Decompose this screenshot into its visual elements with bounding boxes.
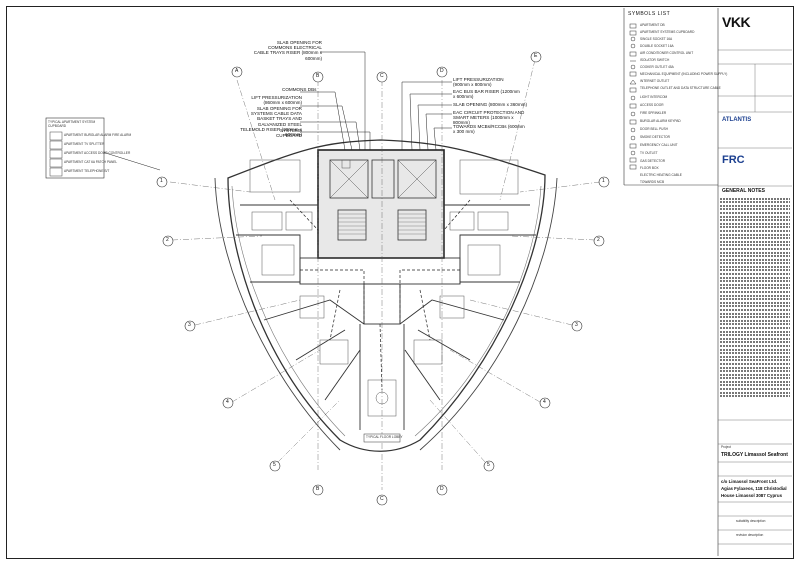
callout-commons-db: COMMONS DBs <box>282 87 317 92</box>
callout-towards-mcb: TOWARDS MCBs/RCCBs (600mm x 300 mm) <box>453 124 525 135</box>
client-line: Agias Fylaxeos, 118 Christodial <box>721 486 787 491</box>
project-name: TRILOGY Limassol Seafront <box>721 452 788 458</box>
grid-label-left-2: 2 <box>166 237 169 243</box>
symbols-legend: APARTMENT DB APARTMENT SYSTEMS CUPBOARD … <box>624 10 727 184</box>
grid-label-bottom-c: C <box>380 496 384 502</box>
callout-slab-opening-right: SLAB OPENING (800mm x 360mm) <box>453 102 528 107</box>
grid-bubble-top-a <box>231 66 243 78</box>
firm-logo: VKK <box>722 14 751 30</box>
grid-label-top-d: D <box>440 68 444 74</box>
grid-label-bottom-b: B <box>316 486 320 492</box>
grid-bubble-left-1 <box>156 176 168 188</box>
apartment-systems-title: TYPICAL APARTMENT SYSTEM CUPBOARD <box>48 120 96 128</box>
general-notes-title: GENERAL NOTES <box>722 188 765 194</box>
callout-slab-commons: SLAB OPENING FOR COMMONS ELECTRICAL CABL… <box>253 40 322 61</box>
callout-eac-circuit: EAC CIRCUIT PROTECTION AND SMART METERS … <box>453 110 525 126</box>
legend-item: MECHANICAL EQUIPMENT (INCLUDING POWER SU… <box>640 72 728 76</box>
legend-item: APARTMENT DB <box>640 23 665 27</box>
grid-label-left-4: 4 <box>226 399 229 405</box>
client-line: c/o Limassol SeaFront Ltd. <box>721 479 778 484</box>
grid-bubble-top-e <box>530 51 542 63</box>
legend-item: EMERGENCY CALL UNIT <box>640 143 678 147</box>
apartment-systems-item: APARTMENT CAT 6A PATCH PANEL <box>64 160 118 164</box>
grid-bubble-right-1 <box>598 176 610 188</box>
grid-bubble-left-2 <box>162 235 174 247</box>
legend-item: ACCESS DOOR <box>640 103 664 107</box>
client-line: House Limassol 3087 Cyprus <box>721 493 783 498</box>
grid-bubble-right-5 <box>483 460 495 472</box>
grid-label-top-c: C <box>380 73 384 79</box>
apartment-systems-item: APARTMENT TELEPHONE S/T <box>64 169 110 173</box>
grid-label-top-e: E <box>534 53 538 59</box>
legend-item: DOUBLE SOCKET 16A <box>640 44 674 48</box>
grid-label-left-5: 5 <box>273 462 276 468</box>
drawing-sheet-border <box>6 6 794 559</box>
legend-item: APARTMENT SYSTEMS CUPBOARD <box>640 30 695 34</box>
legend-item: GAS DETECTOR <box>640 159 666 163</box>
grid-bubble-left-4 <box>222 397 234 409</box>
callout-lift-pressurization-right: LIFT PRESSURIZATION (900mm x 800mm) <box>453 77 504 88</box>
grid-bubble-right-2 <box>593 235 605 247</box>
legend-item: TOWARDS MCB <box>640 180 665 184</box>
project-label: Project <box>721 445 731 449</box>
revision-label: revision description <box>736 533 764 537</box>
legend-item: TELEPHONE OUTLET AND DATA STRUCTURE CABL… <box>640 86 721 90</box>
legend-item: COOKER OUTLET 45A <box>640 65 674 69</box>
lobby-label: TYPICAL FLOOR LOBBY <box>366 435 403 439</box>
general-notes-body <box>720 196 790 399</box>
grid-bubble-bottom-b <box>312 484 324 496</box>
grid-bubble-bottom-d <box>436 484 448 496</box>
consultant-logo-frc: FRC <box>722 154 745 166</box>
legend-item: TV OUTLET <box>640 151 658 155</box>
legend-symbols <box>629 23 637 170</box>
legend-item: SMOKE DETECTOR <box>640 135 670 139</box>
status-label: suitability description <box>736 519 766 523</box>
legend-item: ELECTRIC HEATING CABLE <box>640 173 682 177</box>
balcony-right <box>419 177 558 451</box>
grid-label-left-1: 1 <box>160 178 163 184</box>
callout-eac-bus-bar: EAC BUS BAR RISER (1200mm x 600mm) <box>453 89 520 100</box>
grid-label-right-5: 5 <box>487 462 490 468</box>
grid-bubble-left-5 <box>269 460 281 472</box>
apartment-systems-item: APARTMENT ACCESS DOOR CONTROLLER <box>64 151 131 155</box>
grid-label-right-1: 1 <box>602 178 605 184</box>
building-core <box>317 149 445 259</box>
grid-bubble-left-3 <box>184 320 196 332</box>
grid-label-right-3: 3 <box>575 322 578 328</box>
legend-item: DOOR BELL PUSH <box>640 127 668 131</box>
balcony-left <box>214 177 341 451</box>
legend-item: INTERNET OUTLET <box>640 79 670 83</box>
legend-item: SINGLE SOCKET 16A <box>640 37 673 41</box>
grid-label-top-a: A <box>235 68 239 74</box>
grid-label-bottom-d: D <box>440 486 444 492</box>
grid-label-right-4: 4 <box>543 399 546 405</box>
legend-item: BURGLAR ALARM KEYPAD <box>640 119 681 123</box>
grid-bubble-right-4 <box>539 397 551 409</box>
legend-item: FLOOR BOX <box>640 166 659 170</box>
callout-slab-systems: SLAB OPENING FOR SYSTEMS CABLE DATA BASK… <box>240 106 302 138</box>
legend-item: FIRE SPRINKLER <box>640 111 667 115</box>
symbols-list-title: SYMBOLS LIST <box>628 11 671 17</box>
apartment-systems-item: APARTMENT BURGLAR ALARM FIRE ALARM <box>64 133 132 137</box>
grid-label-top-b: B <box>316 73 320 79</box>
grid-bubble-right-3 <box>571 320 583 332</box>
legend-item: LIGHT INTERCOM <box>640 95 668 99</box>
legend-item: AIR CONDITIONER CONTROL UNIT <box>640 51 694 55</box>
grid-bubble-top-d <box>436 66 448 78</box>
callout-lift-pressurization-left: LIFT PRESSURIZATION (860mm x 600mm) <box>251 95 302 106</box>
grid-label-left-3: 3 <box>188 322 191 328</box>
grid-bubble-top-c <box>376 71 388 83</box>
grid-label-right-2: 2 <box>597 237 600 243</box>
building-outline <box>227 139 546 452</box>
grid-bubble-bottom-c <box>376 494 388 506</box>
consultant-logo-atlantis: ATLANTIS <box>722 117 752 123</box>
grid-bubble-top-b <box>312 71 324 83</box>
apartment-systems-item: APARTMENT TV SPLITTER <box>64 142 105 146</box>
legend-item: ISOLATOR SWITCH <box>640 58 670 62</box>
callout-systems-cupboard: SYSTEMS CUPBOARD <box>275 128 302 139</box>
